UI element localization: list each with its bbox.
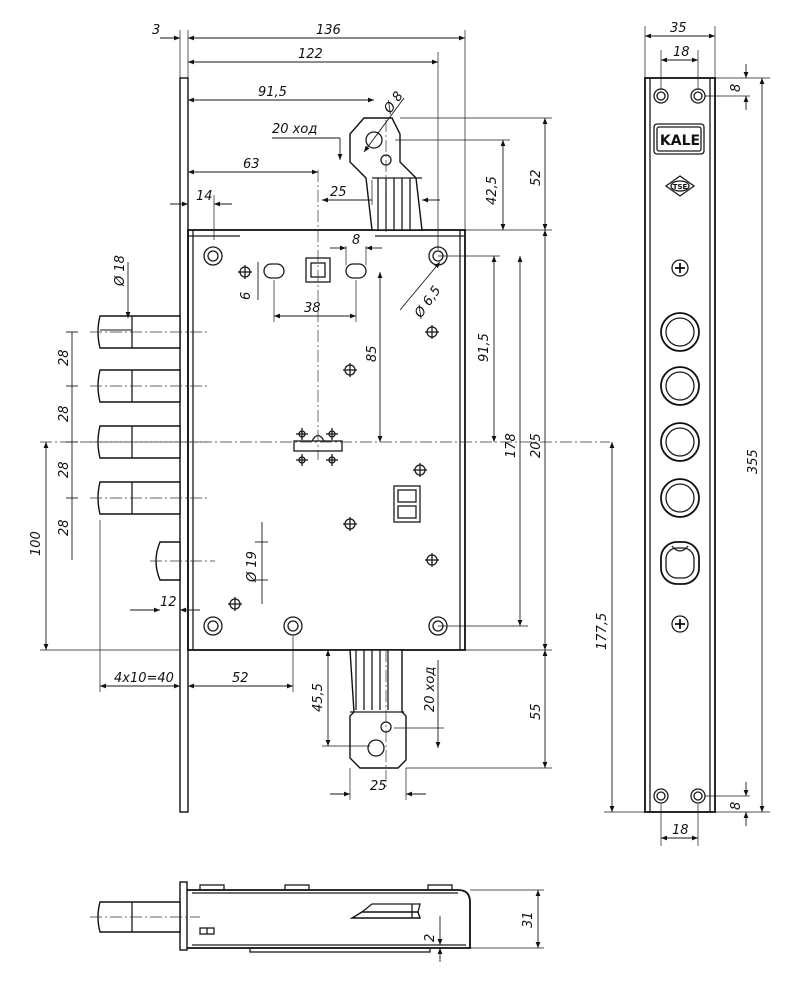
- dim-dia-8: Ø 8: [381, 89, 407, 117]
- dim-18-top: 18: [673, 45, 690, 60]
- latch-bolt: [155, 541, 181, 581]
- kale-brand-text: KALE: [660, 133, 700, 149]
- lock-body: [187, 229, 466, 651]
- dim-25-bottom: 25: [370, 779, 387, 794]
- dim-bolt-pitch-3: 28: [57, 461, 72, 478]
- dim-stroke-20-bottom: 20 ход: [423, 667, 438, 712]
- tse-badge: TSE: [664, 175, 696, 197]
- faceplate-latch-opening: [660, 541, 700, 585]
- dim-14: 14: [196, 189, 213, 204]
- dim-bolt-pitch-4: 28: [57, 519, 72, 536]
- faceplate-bolt-openings: [660, 312, 700, 518]
- dim-38: 38: [304, 301, 321, 316]
- dim-bolt-pitch-2: 28: [57, 405, 72, 422]
- dim-8-top: 8: [729, 84, 744, 92]
- dim-2: 2: [423, 934, 438, 942]
- dim-6: 6: [239, 292, 254, 300]
- top-rod-connector: [349, 117, 423, 231]
- dim-dia-19: Ø 19: [245, 551, 260, 583]
- bottom-rod-connector: [349, 649, 407, 769]
- dim-122: 122: [298, 47, 323, 62]
- dim-bolt-pitch-1: 28: [57, 349, 72, 366]
- dead-bolts: [90, 315, 210, 515]
- slot-left: [263, 263, 285, 279]
- edge-view: 31 2: [90, 881, 544, 962]
- faceplate-screw-top: [671, 259, 689, 277]
- dim-91-5-right: 91,5: [477, 333, 492, 362]
- dim-18-bottom: 18: [672, 823, 689, 838]
- dim-25-top: 25: [330, 185, 347, 200]
- dim-85: 85: [365, 345, 380, 362]
- dim-100: 100: [29, 531, 44, 556]
- dim-63: 63: [243, 157, 260, 172]
- dim-42-5: 42,5: [485, 176, 500, 205]
- faceplate-outline: [644, 77, 716, 813]
- dim-31: 31: [521, 911, 536, 928]
- faceplate-side: [179, 77, 189, 813]
- dim-3: 3: [152, 23, 160, 38]
- dim-12: 12: [160, 595, 177, 610]
- dim-177-5: 177,5: [595, 613, 610, 650]
- dim-355: 355: [746, 449, 761, 474]
- dim-91-5-top: 91,5: [258, 85, 287, 100]
- faceplate-view: KALE TSE 35: [595, 21, 770, 846]
- dim-8-small: 8: [352, 233, 360, 248]
- front-dimensions: 3 136 122 91,5 Ø 8 20 ход 63 25 14: [29, 23, 552, 800]
- front-view: [40, 77, 610, 813]
- dim-stroke-20-top: 20 ход: [272, 122, 317, 137]
- dim-4x10-40: 4x10=40: [114, 671, 174, 686]
- edge-faceplate: [179, 881, 188, 951]
- dim-dia-6-5: Ø 6,5: [411, 283, 444, 321]
- kale-logo: KALE: [653, 123, 705, 155]
- edge-body: [187, 889, 471, 949]
- latch-switch: [393, 485, 421, 523]
- dim-52-right: 52: [529, 169, 544, 186]
- dim-8-bottom: 8: [729, 802, 744, 810]
- tse-badge-text: TSE: [673, 183, 688, 191]
- slot-right: [345, 263, 367, 279]
- dim-205: 205: [529, 433, 544, 458]
- rivets: [228, 265, 439, 611]
- dim-55: 55: [529, 703, 544, 720]
- dim-dia-18: Ø 18: [113, 255, 128, 287]
- dim-136: 136: [316, 23, 341, 38]
- dim-35: 35: [670, 21, 687, 36]
- faceplate-screw-bottom: [671, 615, 689, 633]
- dim-178: 178: [504, 433, 519, 458]
- dim-45-5: 45,5: [311, 683, 326, 712]
- dim-52-bottom: 52: [232, 671, 249, 686]
